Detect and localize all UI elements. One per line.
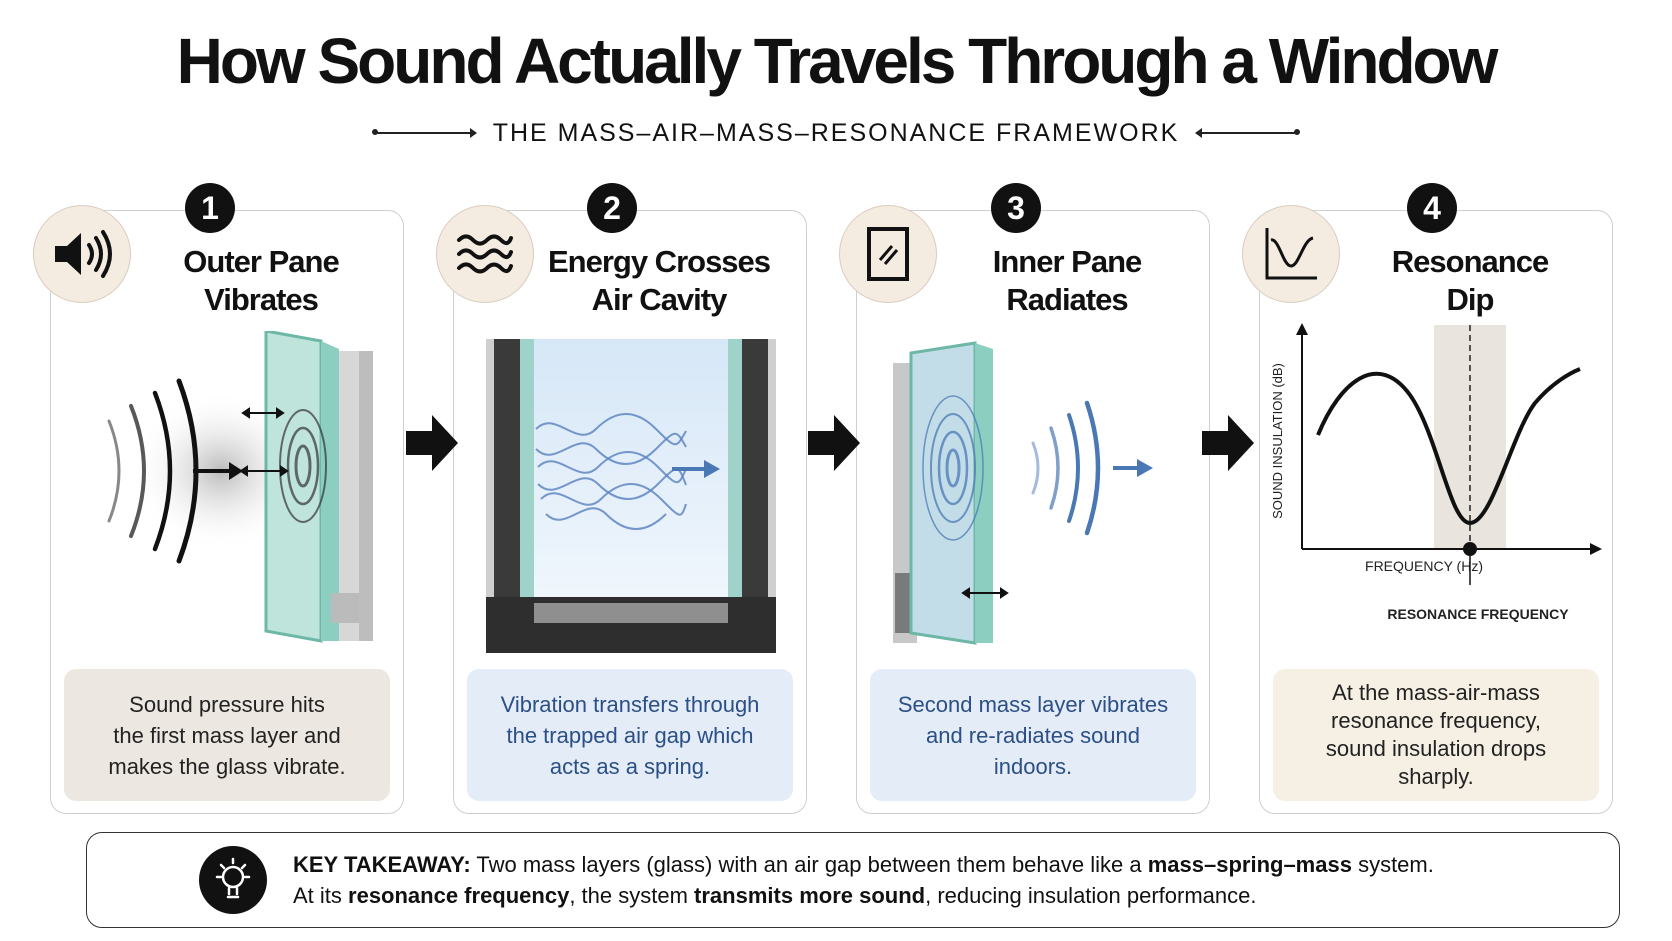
insulation-curve (1316, 367, 1581, 526)
step-3-title-line: Radiates (1006, 282, 1128, 317)
takeaway-label: KEY TAKEAWAY: (293, 852, 471, 877)
step-1-description: Sound pressure hits the first mass layer… (64, 669, 390, 801)
step-3-title: Inner Pane Radiates (942, 243, 1192, 319)
step-2-desc-line: acts as a spring. (549, 753, 711, 779)
resonance-point (1463, 542, 1477, 556)
step-1-title-line: Outer Pane (183, 244, 339, 279)
outer-pane-illustration (107, 331, 373, 643)
step-1-title: Outer Pane Vibrates (136, 243, 386, 319)
waves-icon (436, 205, 534, 303)
step-2-desc-line: the trapped air gap which (506, 722, 754, 748)
x-axis-label: FREQUENCY (Hz) (1365, 558, 1483, 574)
step-4-title: Resonance Dip (1345, 243, 1595, 319)
page-subtitle: THE MASS–AIR–MASS–RESONANCE FRAMEWORK (492, 118, 1180, 147)
y-axis-label: SOUND INSULATION (dB) (1270, 363, 1285, 519)
step-4-desc-line: sharply. (1398, 764, 1474, 789)
step-2-title-line: Air Cavity (591, 282, 728, 317)
subtitle-right-rule (1195, 128, 1301, 138)
step-3-title-line: Inner Pane (992, 244, 1143, 279)
takeaway-emphasis: transmits more sound (694, 883, 926, 908)
step-4-title-line: Dip (1446, 282, 1495, 317)
step-1-desc-line: makes the glass vibrate. (108, 753, 346, 779)
step-4-description: At the mass-air-mass resonance frequency… (1273, 669, 1599, 801)
dip-curve-icon (1242, 205, 1340, 303)
step-4-desc-line: resonance frequency, (1331, 708, 1541, 733)
subtitle-row: THE MASS–AIR–MASS–RESONANCE FRAMEWORK (0, 118, 1672, 148)
takeaway-line-2: At its resonance frequency, the system t… (293, 883, 1257, 909)
step-2-title-line: Energy Crosses (547, 244, 771, 279)
page-title: How Sound Actually Travels Through a Win… (176, 25, 1499, 97)
step-card-3: Second mass layer vibrates and re-radiat… (839, 183, 1210, 814)
step-4-desc-line: At the mass-air-mass (1332, 680, 1540, 705)
step-3-desc-line: indoors. (993, 753, 1073, 779)
step-1-desc-line: Sound pressure hits (129, 691, 325, 717)
resonance-dip-graph: SOUND INSULATION (dB) FREQUENCY (Hz) RES… (1270, 323, 1602, 622)
takeaway-text: , reducing insulation performance. (925, 883, 1257, 908)
step-4-desc-line: sound insulation drops (1325, 736, 1547, 761)
takeaway-text: , the system (569, 883, 695, 908)
step-3-desc-line: and re-radiates sound (925, 722, 1141, 748)
takeaway-text: At its (293, 883, 349, 908)
takeaway-line-1: KEY TAKEAWAY: Two mass layers (glass) wi… (293, 852, 1434, 878)
takeaway-text: Two mass layers (glass) with an air gap … (470, 852, 1148, 877)
resonance-frequency-label: RESONANCE FREQUENCY (1387, 606, 1569, 622)
step-2-number: 2 (587, 183, 637, 233)
step-3-number: 3 (991, 183, 1041, 233)
subtitle-left-rule (371, 128, 477, 138)
step-2-description: Vibration transfers through the trapped … (467, 669, 793, 801)
step-4-number: 4 (1407, 183, 1457, 233)
step-1-title-line: Vibrates (204, 282, 319, 317)
takeaway-emphasis: mass–spring–mass (1147, 852, 1352, 877)
speaker-icon (33, 205, 131, 303)
inner-pane-illustration (893, 341, 1153, 645)
key-takeaway-box: KEY TAKEAWAY: Two mass layers (glass) wi… (86, 832, 1620, 928)
step-card-4: At the mass-air-mass resonance frequency… (1242, 183, 1613, 814)
step-1-desc-line: the first mass layer and (113, 722, 341, 748)
takeaway-text: system. (1351, 852, 1434, 877)
step-2-desc-line: Vibration transfers through (500, 691, 760, 717)
step-1-number: 1 (185, 183, 235, 233)
flow-arrow-2 (808, 415, 860, 471)
step-3-description: Second mass layer vibrates and re-radiat… (870, 669, 1196, 801)
flow-arrow-3 (1202, 415, 1254, 471)
step-2-title: Energy Crosses Air Cavity (524, 243, 794, 319)
step-3-desc-line: Second mass layer vibrates (897, 691, 1169, 717)
step-4-title-line: Resonance (1391, 244, 1549, 279)
air-cavity-illustration (486, 339, 776, 653)
glass-pane-icon (839, 205, 937, 303)
flow-arrow-1 (406, 415, 458, 471)
step-card-1: Sound pressure hits the first mass layer… (33, 183, 404, 814)
takeaway-emphasis: resonance frequency (348, 883, 570, 908)
step-card-2: Vibration transfers through the trapped … (436, 183, 807, 814)
lightbulb-icon (199, 846, 267, 914)
